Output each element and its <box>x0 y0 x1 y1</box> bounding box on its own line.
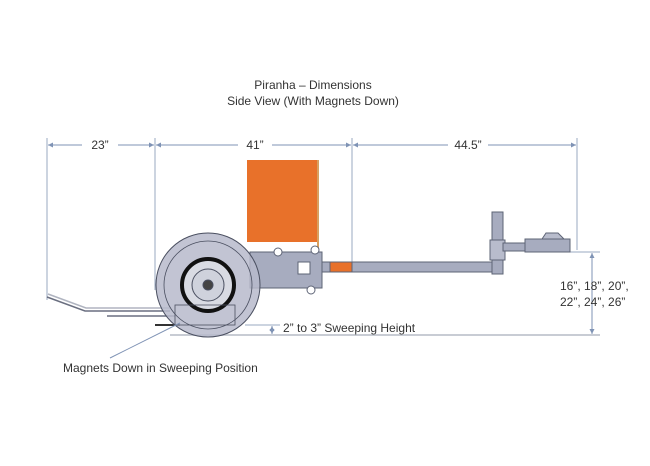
sweeping-height-label: 2” to 3” Sweeping Height <box>283 321 416 335</box>
wheel-length-label: 41” <box>246 138 263 152</box>
frame <box>249 211 571 295</box>
magnets-callout: Magnets Down in Sweeping Position <box>63 361 258 375</box>
orange-flag <box>247 160 317 242</box>
rear-trail-arm <box>46 293 180 326</box>
rear-length-label: 23” <box>91 138 108 152</box>
magnets-leader-line <box>109 322 181 359</box>
extension-lines <box>46 138 600 336</box>
diagram-subtitle: Side View (With Magnets Down) <box>227 94 399 108</box>
wheel-assembly <box>155 232 261 338</box>
diagram-title: Piranha – Dimensions <box>254 78 371 92</box>
hitch-height-label-line1: 16”, 18”, 20”, <box>560 279 629 293</box>
hitch-height-label-line2: 22”, 24”, 26” <box>560 295 625 309</box>
dimension-lines <box>48 142 595 334</box>
tongue-length-label: 44.5” <box>454 138 481 152</box>
